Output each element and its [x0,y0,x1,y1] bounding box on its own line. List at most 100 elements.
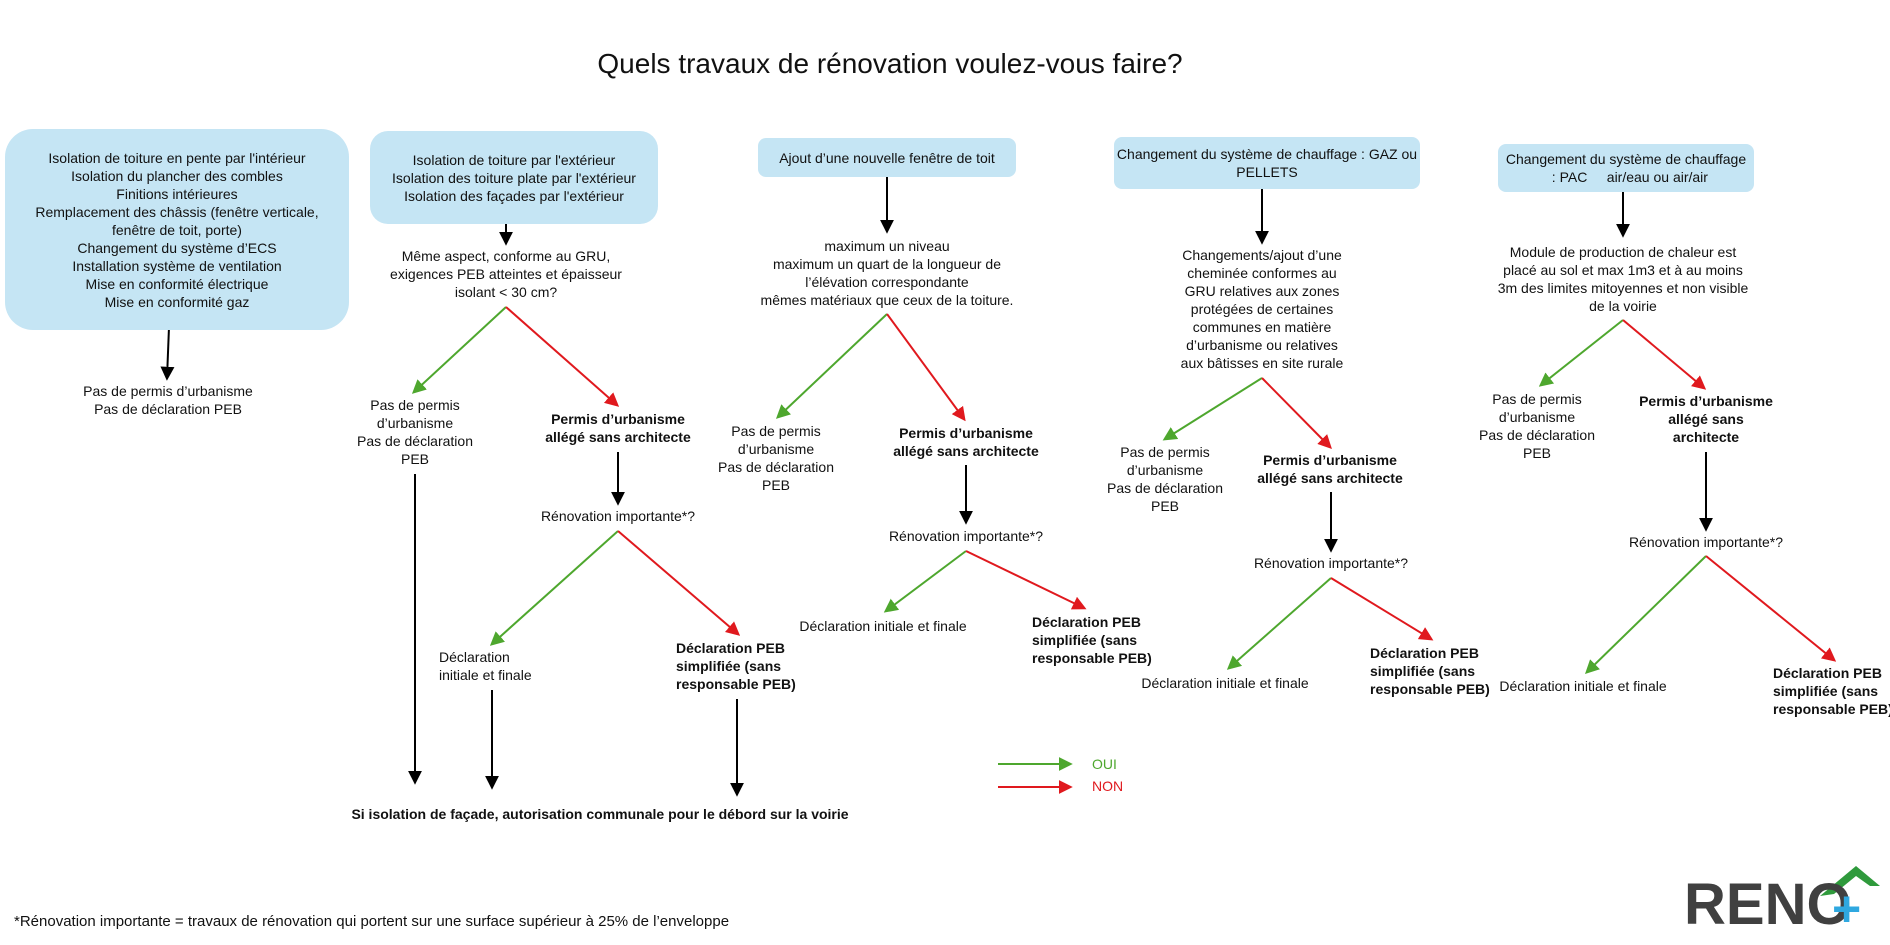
legend-no-label: NON [1092,778,1124,794]
outcome-line: Déclaration initiale et finale [799,618,967,634]
result-line: Pas de déclaration PEB [94,401,242,417]
question-line: GRU relatives aux zones [1184,283,1340,299]
outcome-line: Déclaration PEB [676,640,785,656]
outcome-line: allégé sans architecte [545,429,691,445]
outcome-line: simplifiée (sans [1032,632,1138,648]
box-line: fenêtre de toit, porte) [112,221,242,238]
logo-roof-icon [1820,866,1880,896]
outcome-line: allégé sans [1668,411,1744,427]
arrow-c3-no [886,313,966,422]
arrow-c5-reno-no [1705,555,1837,662]
arrow-c4-reno-no [1330,577,1434,641]
facade-note: Si isolation de façade, autorisation com… [351,806,849,822]
question-c3: maximum un niveau maximum un quart de la… [737,237,1037,309]
outcome-line: Pas de déclaration [1107,480,1223,496]
works-box-gas-pellets: Changement du système de chauffage : GAZ… [1114,137,1420,189]
logo-plus: + [1832,881,1861,928]
outcome-line: Permis d’urbanisme [1263,452,1397,468]
box-line: Changement du système d’ECS [77,239,277,256]
reno-yes-c2: Déclaration initiale et finale [439,648,569,684]
works-box-interior: Isolation de toiture en pente par l'inté… [5,129,349,330]
reno-no-c3: Déclaration PEB simplifiée (sans respons… [1032,613,1162,667]
outcome-line: Pas de déclaration [718,459,834,475]
outcome-line: Permis d’urbanisme [1639,393,1773,409]
arrow-c5-reno-yes [1584,555,1707,674]
outcome-line: PEB [400,451,429,467]
reno-question-c4: Rénovation importante*? [1253,555,1409,571]
box-line: Isolation de toiture en pente par l'inté… [48,149,306,166]
outcome-line: Déclaration initiale et finale [1499,678,1667,694]
arrow-c2-reno-yes [489,530,619,646]
box-line: Changement du système de chauffage : GAZ… [1116,146,1418,162]
outcome-line: PEB [1150,498,1179,514]
outcome-line: PEB [761,477,790,493]
question-c2: Même aspect, conforme au GRU, exigences … [366,247,646,301]
question-line: communes en matière [1192,319,1332,335]
arrow-c1-box-to-result [160,326,175,381]
box-line: Isolation de toiture par l'extérieur [412,151,616,168]
question-line: l’élévation correspondante [805,274,969,290]
outcome-line: d’urbanisme [376,415,454,431]
arrow-c2-yes [411,306,507,394]
result-no-permit: Pas de permis d’urbanisme Pas de déclara… [70,382,266,418]
works-box-exterior-insulation: Isolation de toiture par l'extérieur Iso… [370,131,658,224]
outcome-line: responsable PEB) [676,676,796,692]
question-c4: Changements/ajout d’une cheminée conform… [1142,246,1382,372]
box-line: : PAC air/eau ou air/air [1544,169,1708,185]
question-line: Module de production de chaleur est [1509,244,1737,260]
outcome-line: Déclaration PEB [1370,645,1479,661]
outcome-no-c5: Permis d’urbanisme allégé sans architect… [1616,392,1796,446]
reno-question-c5: Rénovation importante*? [1628,534,1784,550]
arrow-c3-reno-yes [883,550,967,613]
question-line: exigences PEB atteintes et épaisseur [390,266,622,282]
outcome-line: Pas de déclaration [1479,427,1595,443]
arrow-c3-reno-no [965,550,1087,610]
question-line: mêmes matériaux que ceux de la toiture. [760,292,1014,308]
question-line: d’urbanisme ou relatives [1186,337,1338,353]
reno-no-c5: Déclaration PEB simplifiée (sans respons… [1773,664,1890,718]
reno-question-c3: Rénovation importante*? [888,528,1044,544]
box-line: Isolation des toiture plate par l'extéri… [392,169,636,186]
question-line: aux bâtisses en site rurale [1180,355,1344,371]
arrow-c5-yes [1538,319,1624,387]
outcome-line: responsable PEB) [1032,650,1152,666]
outcome-line: d’urbanisme [737,441,815,457]
outcome-line: Pas de permis [1492,391,1582,407]
logo-text: RENO [1684,872,1852,928]
outcome-line: Pas de permis [370,397,460,413]
box-line: Isolation du plancher des combles [71,167,283,184]
outcome-yes-c4: Pas de permis d’urbanisme Pas de déclara… [1095,443,1235,515]
outcome-line: Déclaration [439,649,510,665]
arrow-c4-no [1261,377,1332,449]
question-line: maximum un niveau [824,238,950,254]
outcome-no-c3: Permis d’urbanisme allégé sans architect… [876,424,1056,460]
outcome-line: Pas de déclaration [357,433,473,449]
box-line: Isolation des façades par l'extérieur [404,187,624,204]
outcome-line: Déclaration PEB [1773,665,1882,681]
reno-yes-c4: Déclaration initiale et finale [1120,674,1330,692]
box-line: Finitions intérieures [116,185,238,202]
outcome-no-c4: Permis d’urbanisme allégé sans architect… [1240,451,1420,487]
arrow-c2-reno-no [617,530,741,636]
outcome-line: initiale et finale [439,667,532,683]
reno-question-c2: Rénovation importante*? [540,508,696,524]
outcome-yes-c5: Pas de permis d’urbanisme Pas de déclara… [1467,390,1607,462]
outcome-yes-c3: Pas de permis d’urbanisme Pas de déclara… [706,422,846,494]
result-line: Pas de permis d’urbanisme [83,383,253,399]
box-line: Mise en conformité gaz [104,293,250,310]
reno-no-c4: Déclaration PEB simplifiée (sans respons… [1370,644,1500,698]
outcome-line: allégé sans architecte [1257,470,1403,486]
question-c5: Module de production de chaleur est plac… [1483,243,1763,315]
outcome-line: Permis d’urbanisme [551,411,685,427]
arrow-c4-reno-yes [1226,577,1332,670]
question-line: protégées de certaines [1190,301,1334,317]
outcome-line: architecte [1672,429,1740,445]
arrow-c4-yes [1162,377,1263,441]
reno-plus-logo: RENO + [1684,866,1880,928]
outcome-line: responsable PEB) [1370,681,1490,697]
question-line: maximum un quart de la longueur de [772,256,1002,272]
works-box-roof-window: Ajout d’une nouvelle fenêtre de toit [758,138,1016,177]
question-line: isolant < 30 cm? [454,284,558,300]
outcome-line: Pas de permis [731,423,821,439]
